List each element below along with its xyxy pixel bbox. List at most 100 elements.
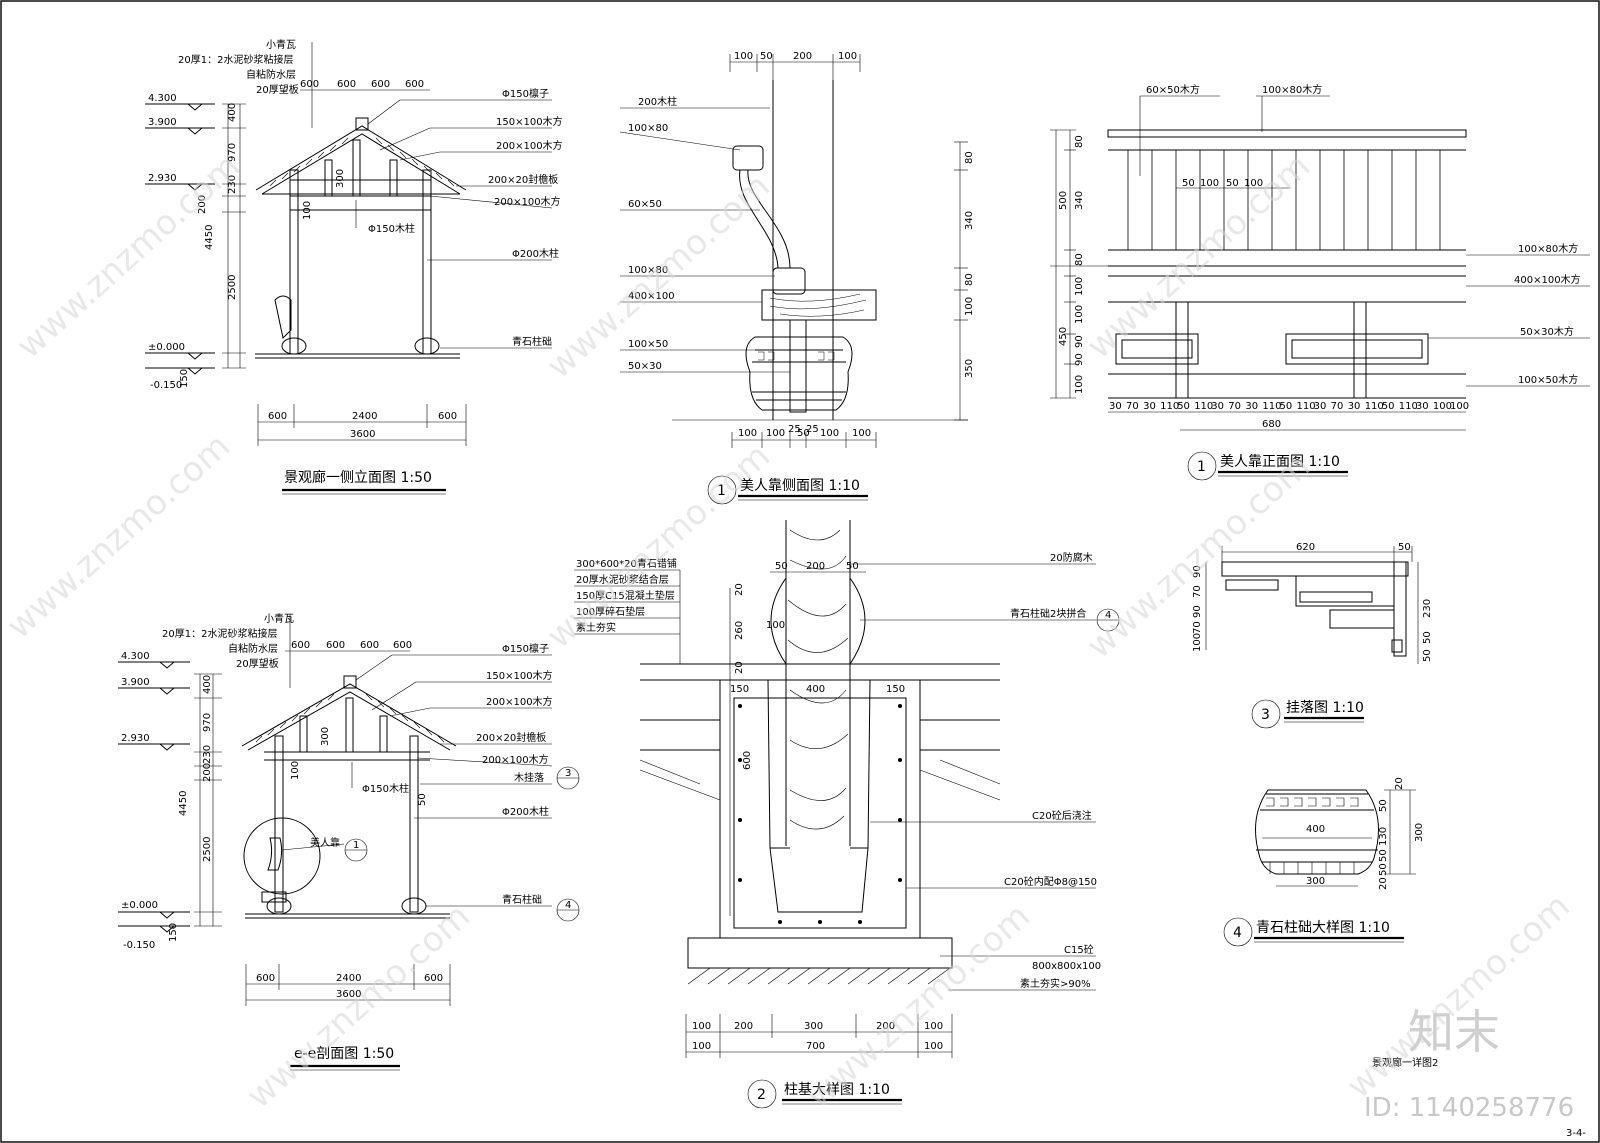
cb-num: 4 — [1233, 925, 1242, 941]
seat-callout-col: 200木柱 — [638, 95, 677, 108]
callout-200x100: 200×100木方 — [496, 139, 563, 152]
dim-970: 970 — [227, 143, 238, 162]
dim-230: 230 — [227, 175, 238, 194]
front-in-50a: 50 — [1182, 178, 1195, 189]
bot-dim-3600: 3600 — [350, 429, 375, 440]
seat-callout-100x80b: 100×80 — [628, 265, 668, 276]
seat-top-200: 200 — [793, 51, 812, 62]
ee-dim-150: 150 — [168, 923, 179, 942]
ee-dim-230: 230 — [202, 745, 213, 764]
front-bottom-dim: 50 — [1382, 401, 1395, 412]
callout-col150: Φ150木柱 — [368, 222, 415, 235]
fnd-l-20a: 20 — [734, 583, 745, 596]
front-l-450: 450 — [1058, 327, 1069, 346]
front-l-340: 340 — [1074, 191, 1085, 210]
layer-tile: 小青瓦 — [266, 38, 296, 51]
seat-side-num: 1 — [717, 483, 726, 499]
fnd-l-600: 600 — [742, 751, 753, 770]
level-minus-0150: -0.150 — [150, 380, 182, 391]
fnd-l-stone: 300*600*20青石错铺 — [576, 557, 677, 570]
foundation-detail: 300*600*20青石错铺 20厚水泥砂浆结合层 150厚C15混凝土垫层 1… — [574, 520, 1120, 1109]
fnd-l-100: 100 — [766, 620, 785, 631]
ee-callout-150x100: 150×100木方 — [486, 669, 553, 682]
ee-level-4300: 4.300 — [121, 651, 150, 662]
seat-b-100d: 100 — [852, 428, 871, 439]
gl-top-50: 50 — [1398, 542, 1411, 553]
front-bottom-dim: 30 — [1143, 401, 1156, 412]
level-3900: 3.900 — [148, 117, 177, 128]
level-0000: ±0.000 — [148, 342, 185, 353]
front-bottom-dim: 100 — [1433, 401, 1452, 412]
title-gualuo: 挂落图 1:10 — [1286, 700, 1364, 716]
front-l-100b: 100 — [1074, 305, 1085, 324]
cb-300: 300 — [1306, 876, 1325, 887]
front-l-80: 80 — [1074, 135, 1085, 148]
seat-r-340: 340 — [964, 211, 975, 230]
ee-bot-600-b: 600 — [424, 973, 443, 984]
section-ee: 4.300 3.900 2.930 ±0.000 -0.150 400 970 … — [118, 612, 580, 1071]
seat-r-80: 80 — [964, 151, 975, 164]
cb-r-20b: 20 — [1378, 877, 1389, 890]
fnd-m-150b: 150 — [886, 684, 905, 695]
column-base-detail: 400 300 20 50 130 50 50 20 300 4 青石柱础大样图… — [1223, 777, 1425, 947]
gualuo-detail: 620 50 90 70 90 70 100 230 50 50 3 挂落图 1… — [1192, 542, 1433, 729]
fnd-r-c15: C15砼 — [1064, 943, 1094, 956]
front-total-680: 680 — [1262, 419, 1281, 430]
level-2930: 2.930 — [148, 173, 177, 184]
seat-top-100: 100 — [734, 51, 753, 62]
callout-fascia: 200×20封檐板 — [488, 173, 558, 186]
ee-ref-4: 4 — [565, 900, 571, 911]
title-seat-front: 美人靠正面图 1:10 — [1220, 454, 1340, 470]
front-l-90a: 90 — [1074, 335, 1085, 348]
bot-dim-2400: 2400 — [352, 411, 377, 422]
fnd-b2-100b: 100 — [924, 1041, 943, 1052]
gl-l-70b: 70 — [1192, 621, 1203, 634]
watermark-brand: 知末 — [1408, 1005, 1500, 1059]
cb-r-50c: 50 — [1378, 863, 1389, 876]
gl-r-230: 230 — [1422, 599, 1433, 618]
side-elevation: 4.300 3.900 2.930 ±0.000 -0.150 400 970 … — [145, 38, 563, 495]
dim-200: 200 — [197, 195, 208, 214]
title-foundation: 柱基大样图 1:10 — [784, 1081, 890, 1098]
layer-board: 20厚望板 — [256, 83, 299, 96]
top-dim-4: 600 — [405, 79, 424, 90]
seat-b-100c: 100 — [820, 428, 839, 439]
fnd-r-wood: 20防腐木 — [1050, 551, 1093, 564]
fnd-m-150a: 150 — [730, 684, 749, 695]
front-c-50x30: 50×30木方 — [1520, 325, 1574, 338]
front-l-90b: 90 — [1074, 353, 1085, 366]
front-bottom-dim: 100 — [1450, 401, 1469, 412]
front-top-60x50: 60×50木方 — [1146, 83, 1200, 96]
ee-callout-col150: Φ150木柱 — [362, 782, 409, 795]
top-dim-1: 600 — [300, 79, 319, 90]
dim-300: 300 — [335, 169, 346, 188]
dim-150: 150 — [179, 369, 190, 388]
front-l-100a: 100 — [1074, 277, 1085, 296]
callout-purlin: Φ150檩子 — [502, 87, 549, 100]
front-bottom-dim: 30 — [1348, 401, 1361, 412]
fnd-ref-4: 4 — [1105, 610, 1111, 621]
front-l-100c: 100 — [1074, 375, 1085, 394]
gl-r-50b: 50 — [1422, 649, 1433, 662]
seat-b-25b: 25 — [806, 424, 819, 435]
ee-dim-50: 50 — [417, 793, 428, 806]
ee-callout-gualuo: 木挂落 — [514, 771, 544, 784]
seat-front-num: 1 — [1197, 459, 1206, 475]
dim-4450: 4450 — [204, 225, 215, 250]
fnd-r-c20: C20砼后浇注 — [1032, 809, 1092, 822]
seat-b-100b: 100 — [766, 428, 785, 439]
cb-400: 400 — [1306, 824, 1325, 835]
ee-callout-purlin: Φ150檩子 — [502, 642, 549, 655]
ee-bot-2400: 2400 — [336, 973, 361, 984]
gl-l-90a: 90 — [1192, 565, 1203, 578]
fnd-b1-200a: 200 — [734, 1021, 753, 1032]
cb-r-130: 130 — [1378, 827, 1389, 846]
bot-dim-600-b: 600 — [438, 411, 457, 422]
ee-level-2930: 2.930 — [121, 733, 150, 744]
ee-seat-label: 美人靠 — [310, 836, 340, 849]
fnd-num: 2 — [757, 1087, 766, 1103]
seat-b-25a: 25 — [788, 424, 801, 435]
ee-dim-200: 200 — [202, 763, 213, 782]
gl-l-100: 100 — [1192, 633, 1203, 652]
front-bottom-dim: 50 — [1177, 401, 1190, 412]
